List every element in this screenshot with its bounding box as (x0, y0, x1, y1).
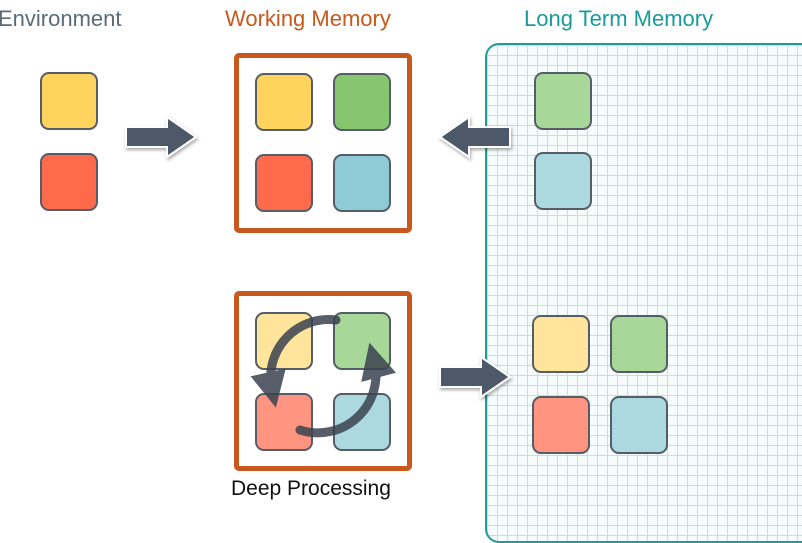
left-arrow-icon (438, 115, 511, 159)
deep-processing-label: Deep Processing (231, 477, 391, 500)
ltm-green-block-top (534, 72, 592, 130)
arrows-layer (125, 115, 512, 438)
ltm-green-block (610, 315, 668, 373)
ltm-blue-block (610, 396, 668, 454)
working-memory-blue-block (333, 154, 391, 212)
ltm-to-wm-arrow (438, 115, 511, 159)
working-memory-label: Working Memory (225, 6, 391, 31)
right-arrow-icon (439, 355, 512, 399)
working-memory-green-block (333, 73, 391, 131)
ltm-yellow-block (532, 315, 590, 373)
environment-red-block (40, 153, 98, 211)
ltm-red-block (532, 396, 590, 454)
long-term-memory-label: Long Term Memory (524, 6, 714, 31)
env-to-wm-arrow (125, 115, 198, 159)
environment-label: Environment (0, 6, 122, 31)
long-term-memory-panel (485, 43, 802, 543)
right-arrow-icon (125, 115, 198, 159)
dp-to-ltm-arrow (439, 355, 512, 399)
environment-yellow-block (40, 72, 98, 130)
working-memory-yellow-block (255, 73, 313, 131)
cycle-arrows-icon (250, 315, 396, 438)
deep-processing-blue-block (333, 393, 391, 451)
working-memory-red-block (255, 154, 313, 212)
ltm-blue-block-top (534, 152, 592, 210)
